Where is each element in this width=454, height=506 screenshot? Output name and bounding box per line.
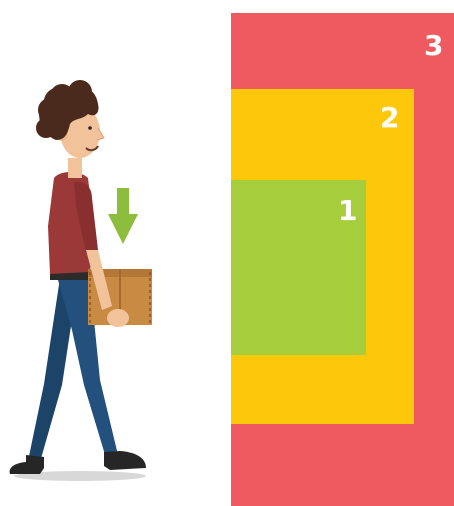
- layer-1-number: 1: [338, 197, 357, 225]
- back-shoe: [10, 455, 44, 474]
- neck: [68, 158, 82, 178]
- person-carrying-box-icon: [0, 0, 230, 506]
- front-shoe: [104, 451, 146, 470]
- down-arrow-icon: [108, 188, 138, 244]
- hand: [107, 309, 129, 327]
- layer-3-number: 3: [424, 32, 443, 60]
- layer-2-number: 2: [380, 104, 399, 132]
